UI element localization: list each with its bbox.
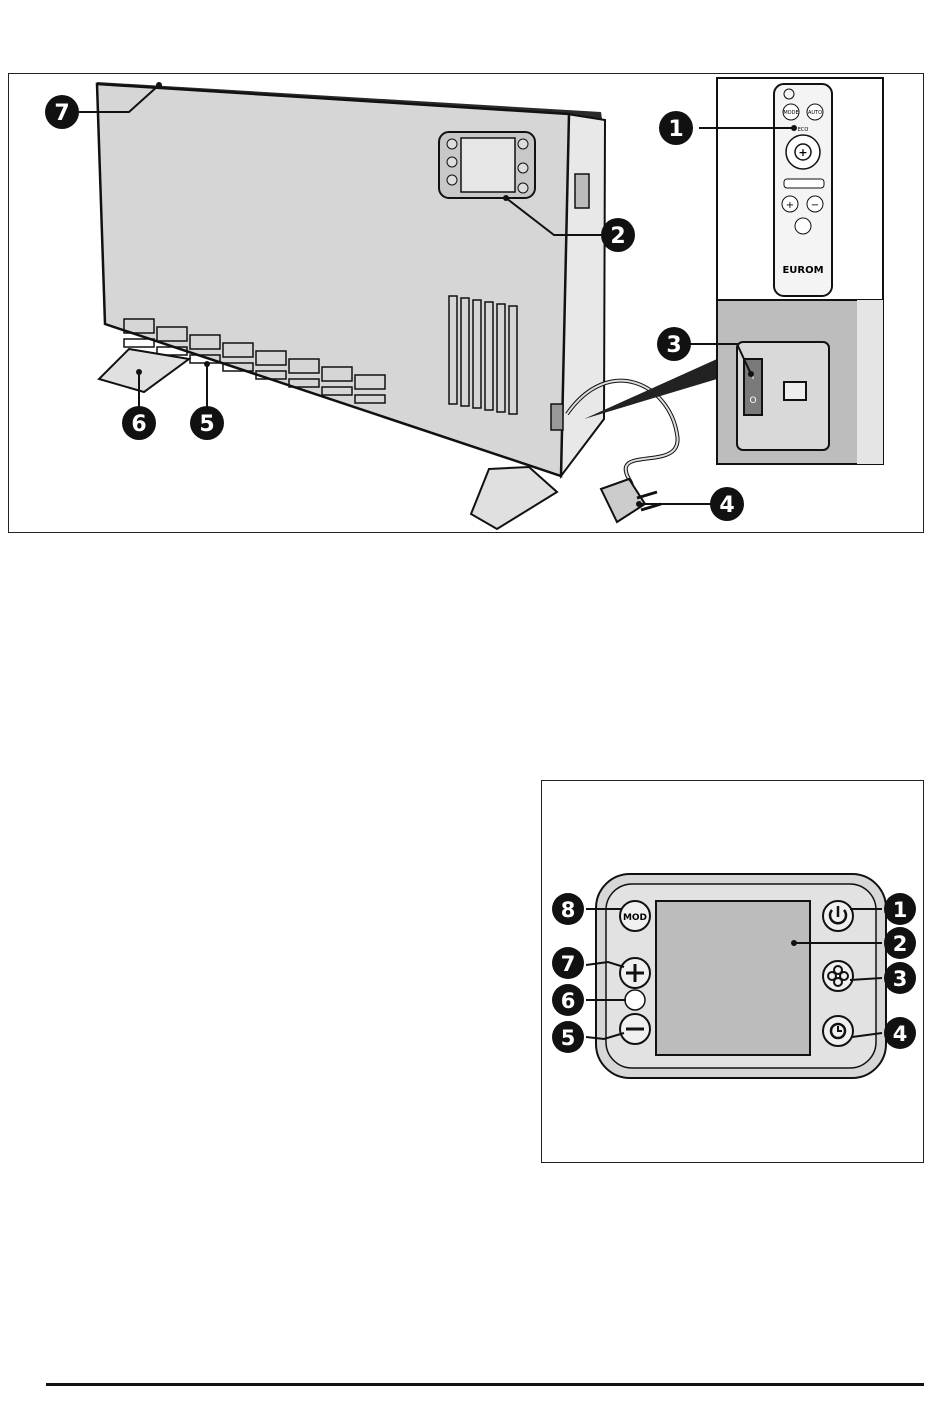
- fan-button: [823, 961, 853, 991]
- callout-3: 3: [657, 327, 691, 361]
- remote-brand-logo: EUROM: [782, 265, 823, 276]
- switch-inset: I O: [717, 300, 883, 464]
- svg-text:5: 5: [199, 412, 214, 437]
- mode-button: MOD: [620, 901, 650, 931]
- remote-bar-button: [784, 179, 824, 188]
- side-handle: [575, 174, 589, 208]
- panel-callout-5: 5: [552, 1021, 584, 1053]
- plus-button: [620, 958, 650, 988]
- remote-inset: MODE AUTO ECO + + − EUROM: [717, 78, 883, 300]
- svg-text:6: 6: [561, 989, 576, 1013]
- svg-text:2: 2: [610, 224, 625, 249]
- panel-callout-2: 2: [884, 927, 916, 959]
- rocker-switch: [744, 359, 762, 415]
- svg-text:3: 3: [666, 333, 681, 358]
- callout-4: 4: [710, 487, 744, 521]
- power-button: [823, 901, 853, 931]
- svg-text:3: 3: [893, 967, 908, 991]
- svg-text:1: 1: [668, 117, 683, 142]
- svg-text:−: −: [811, 200, 819, 211]
- panel-callout-3: 3: [884, 962, 916, 994]
- control-panel-drawing: MOD: [542, 781, 925, 1164]
- panel-callout-8: 8: [552, 893, 584, 925]
- svg-text:1: 1: [893, 898, 908, 922]
- remote-mode-label: MODE: [783, 110, 798, 116]
- svg-text:8: 8: [561, 898, 576, 922]
- cord-clip: [784, 382, 806, 400]
- display-leader-dot: [791, 940, 797, 946]
- mode-button-label: MOD: [623, 913, 647, 923]
- control-panel-figure: MOD: [541, 780, 924, 1163]
- remote-timer-button: [795, 218, 811, 234]
- timer-button: [823, 1016, 853, 1046]
- heater-overview-drawing: MODE AUTO ECO + + − EUROM I O: [9, 74, 925, 534]
- panel-callout-7: 7: [552, 947, 584, 979]
- panel-callout-4: 4: [884, 1017, 916, 1049]
- callout-2: 2: [601, 218, 635, 252]
- heater-overview-figure: MODE AUTO ECO + + − EUROM I O: [8, 73, 924, 533]
- callout-1: 1: [659, 111, 693, 145]
- footer-rule: [46, 1383, 924, 1386]
- svg-text:4: 4: [893, 1022, 908, 1046]
- remote-eco-label: ECO: [798, 127, 809, 133]
- svg-text:+: +: [786, 200, 794, 211]
- minus-button: [620, 1014, 650, 1044]
- svg-text:7: 7: [561, 952, 576, 976]
- callout-6: 6: [122, 406, 156, 440]
- plug: [601, 479, 661, 522]
- side-switch: [551, 404, 563, 430]
- panel-display: [656, 901, 810, 1055]
- svg-text:2: 2: [893, 932, 908, 956]
- panel-callout-1: 1: [884, 893, 916, 925]
- callout-7: 7: [45, 95, 79, 129]
- right-foot: [471, 467, 557, 529]
- switch-off-mark: O: [749, 396, 756, 406]
- svg-text:4: 4: [719, 493, 734, 518]
- indicator-light: [625, 990, 645, 1010]
- svg-text:5: 5: [561, 1026, 576, 1050]
- svg-text:6: 6: [131, 412, 146, 437]
- svg-text:7: 7: [54, 101, 69, 126]
- remote-center-plus: +: [798, 146, 807, 159]
- heater-control-panel: [439, 132, 535, 198]
- panel-callout-6: 6: [552, 984, 584, 1016]
- callout-5: 5: [190, 406, 224, 440]
- remote-auto-label: AUTO: [808, 110, 822, 116]
